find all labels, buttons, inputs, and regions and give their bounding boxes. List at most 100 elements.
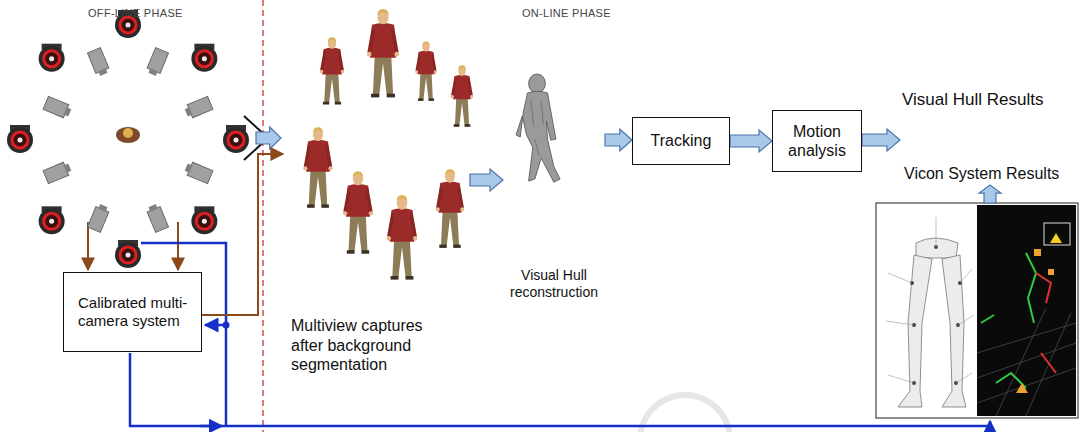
- red-camera-part: [115, 242, 141, 268]
- red-camera: [39, 206, 65, 234]
- person-figure-part: [320, 51, 326, 71]
- vicon-screenshot-part: [898, 255, 932, 407]
- vicon-screenshot-part: [1036, 273, 1056, 373]
- node-text: Motion analysis: [777, 122, 857, 160]
- node-text: Tracking: [637, 131, 725, 150]
- gray-camera-part: [185, 107, 193, 116]
- person-figure-part: [303, 166, 307, 170]
- red-camera: [191, 206, 217, 234]
- person-figure-part: [324, 73, 339, 102]
- person-figure-part: [468, 78, 473, 97]
- gray-camera-part: [64, 107, 72, 116]
- gray-camera-part: [64, 163, 72, 172]
- person-figure-part: [436, 207, 440, 211]
- sync-wire-head: [200, 425, 222, 428]
- person-figure-part: [465, 124, 471, 127]
- red-camera-part: [191, 208, 217, 234]
- person-figure-part: [391, 27, 398, 54]
- sync-wire: [130, 353, 990, 426]
- person-figure-part: [457, 185, 464, 209]
- person-figure: [436, 169, 465, 248]
- person-figure-part: [413, 236, 417, 240]
- result-label: Visual Hull Results: [900, 88, 1078, 148]
- vicon-arrow: [979, 185, 1001, 203]
- visual-hull-figure-part: [531, 99, 544, 156]
- person-figure: [343, 171, 373, 254]
- person-figure-part: [436, 185, 443, 209]
- vicon-screenshot-part: [1050, 233, 1062, 243]
- person-figure-part: [392, 240, 411, 277]
- person-figure-part: [390, 208, 415, 241]
- person-figure-part: [387, 94, 395, 98]
- sync-wire: [225, 325, 228, 426]
- gray-camera: [87, 48, 110, 77]
- red-camera-part: [223, 127, 249, 153]
- person-figure-part: [341, 70, 345, 74]
- node-text: Calibrated multi-camera system: [78, 294, 191, 330]
- gray-camera-part: [98, 68, 107, 76]
- red-camera-part: [234, 138, 239, 143]
- flow-arrow: [605, 129, 632, 151]
- red-camera: [191, 44, 217, 72]
- phase-label: OFF-LINE PHASE: [88, 7, 183, 19]
- person-figure-part: [367, 52, 372, 57]
- person-figure-part: [371, 94, 379, 98]
- person-figure-part: [470, 95, 473, 98]
- vicon-screenshot-part-part: [888, 375, 914, 383]
- person-figure-part: [329, 166, 333, 170]
- vicon-screenshot-part-part: [996, 308, 1046, 416]
- person-figure-part: [454, 124, 460, 127]
- process-box: Tracking: [632, 117, 730, 165]
- visual-hull-figure-part: [516, 91, 560, 182]
- gray-camera: [43, 96, 72, 119]
- person-figure-part: [377, 9, 388, 15]
- person-figure-part: [406, 276, 414, 280]
- person-figure-part: [323, 102, 329, 105]
- vicon-screenshot-part: [1044, 223, 1070, 245]
- person-figure-part: [343, 211, 347, 215]
- gray-camera-part: [185, 163, 193, 172]
- multiview-figures: [303, 9, 473, 280]
- subject: [116, 127, 140, 143]
- person-figure-part: [419, 73, 433, 99]
- gray-camera-part: [98, 204, 107, 212]
- person-figure-part: [410, 212, 417, 238]
- vicon-screenshot-part: [886, 217, 974, 383]
- red-camera-part: [39, 208, 65, 234]
- person-figure: [367, 9, 399, 97]
- person-figure: [415, 41, 437, 101]
- node-text: Visual Hull Results: [902, 90, 1078, 110]
- gray-camera: [43, 161, 72, 184]
- calibration-wire: [177, 222, 179, 270]
- red-camera-part: [7, 127, 33, 153]
- person-figure-part: [418, 98, 424, 100]
- person-figure-part: [439, 245, 446, 248]
- person-figure-part: [346, 184, 370, 217]
- person-figure-part: [395, 52, 400, 57]
- gray-camera: [184, 96, 213, 119]
- person-figure-part: [306, 140, 330, 172]
- red-camera-part: [126, 23, 131, 28]
- node-text: Visual Hull reconstruction: [503, 267, 605, 301]
- person-figure-part: [326, 143, 333, 167]
- vicon-screenshot-part-part: [936, 217, 937, 247]
- flow-arrow: [470, 169, 503, 191]
- camera-ring: [7, 10, 249, 268]
- person-figure-part: [422, 42, 429, 51]
- gray-camera: [87, 203, 110, 232]
- vicon-screenshot-part: [916, 238, 958, 258]
- vicon-screenshot-part: [981, 253, 1036, 388]
- person-figure-part: [441, 211, 459, 245]
- vicon-screenshot-part-part: [958, 315, 974, 325]
- visual-hull-figure: [516, 74, 560, 182]
- person-figure-part: [415, 53, 420, 71]
- gray-camera-part: [148, 68, 157, 76]
- result-label: Vicon System Results: [900, 164, 1078, 188]
- red-camera-part: [120, 247, 136, 263]
- vicon-screenshot-part-part: [981, 315, 994, 323]
- person-figure-part: [335, 102, 341, 105]
- vicon-screenshot-part: [1016, 249, 1054, 393]
- person-figure-part: [434, 70, 437, 73]
- red-camera-part: [44, 51, 60, 67]
